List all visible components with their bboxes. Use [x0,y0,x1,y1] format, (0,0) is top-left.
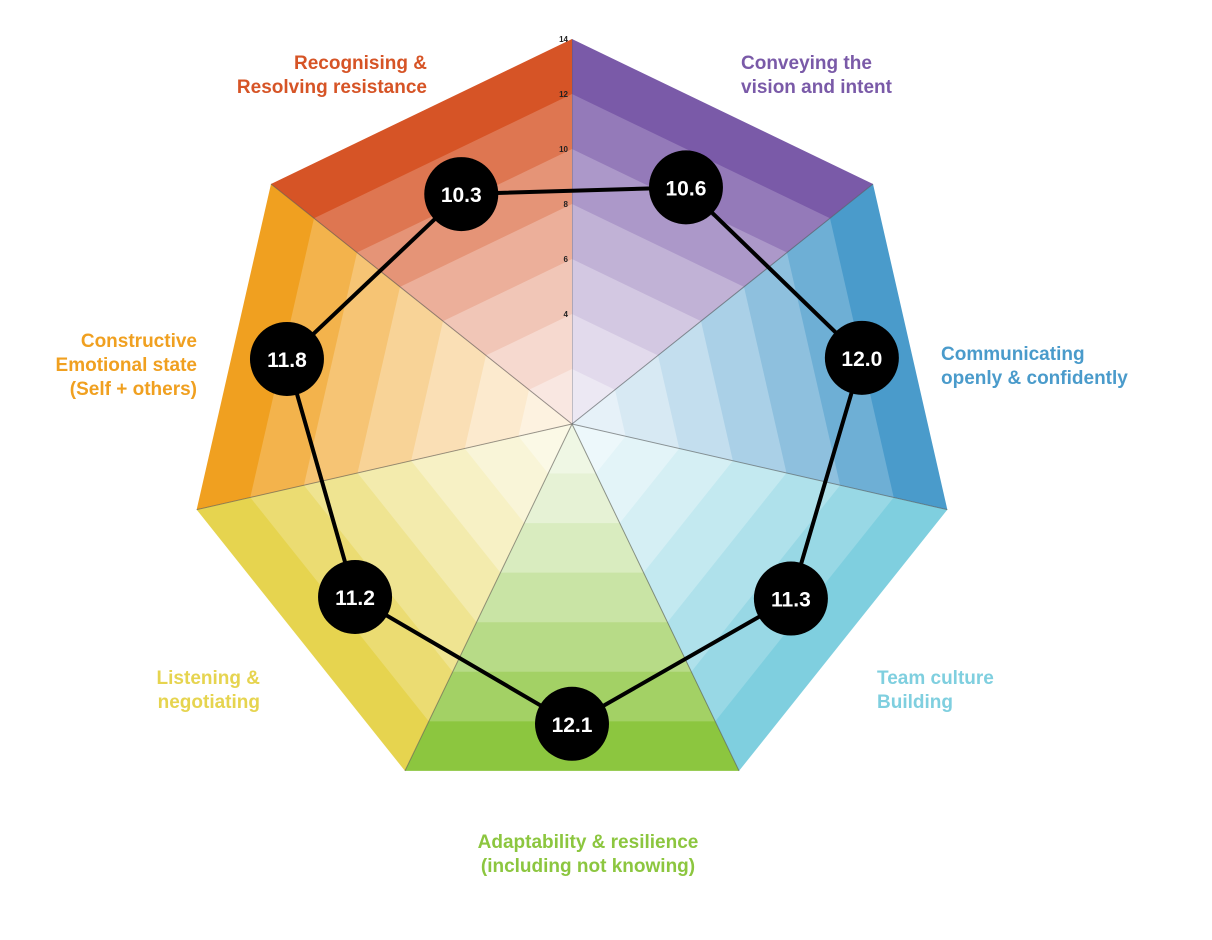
data-point [424,157,499,232]
data-point-marker: 12.1 [535,686,609,761]
data-point-marker: 11.3 [753,561,828,636]
sector-band [518,389,572,437]
category-label-team-culture: Team culture Building [877,668,994,713]
data-point-marker: 11.8 [249,321,324,396]
category-label-listening: Listening & negotiating [156,668,260,713]
series-polyline [284,185,864,726]
sector-band [572,424,626,474]
data-label: 11.3 [771,589,811,612]
data-point [318,560,393,635]
tick-label: 8 [564,200,569,209]
sector-edge [571,423,740,772]
data-point [535,686,609,761]
data-label: 10.3 [441,184,482,207]
markers: 10.6 12.0 11.3 12.1 11.2 11.8 10.3 [249,150,899,761]
sector-band [528,369,572,424]
data-point-marker: 10.3 [424,157,499,232]
tick-label: 12 [559,90,568,99]
axis-ticks: 4 6 8 10 12 14 [559,35,568,319]
data-label: 12.0 [841,348,882,371]
tick-label: 14 [559,35,568,44]
data-label: 10.6 [666,177,707,200]
data-point-marker: 11.2 [318,560,393,635]
category-label-recognising: Recognising & Resolving resistance [236,53,427,98]
sector-band [548,424,596,474]
category-label-constructive: Constructive Emotional state (Self + oth… [55,331,197,400]
category-label-communicating: Communicating openly & confidently [941,344,1128,389]
data-point [648,150,723,225]
data-label: 12.1 [552,714,593,737]
data-label: 11.2 [335,587,375,610]
sector-band [572,389,626,437]
data-point [753,561,828,636]
tick-label: 10 [559,145,568,154]
sector-edge [571,183,874,425]
tick-label: 6 [564,255,569,264]
sectors [196,39,948,772]
data-point [249,321,324,396]
data-point-marker: 10.6 [648,150,723,225]
sector-band [572,369,616,424]
sector-edge [404,423,573,772]
sector-edge [196,423,573,511]
tick-label: 4 [564,310,569,319]
data-point-marker: 12.0 [824,320,899,395]
category-label-conveying: Conveying the vision and intent [741,53,892,98]
category-label-adaptability: Adaptability & resilience (including not… [477,832,699,877]
data-point [824,320,899,395]
sector-edge [270,183,573,425]
sector-band [518,424,572,474]
data-label: 11.8 [267,349,307,372]
series-line [284,185,864,726]
sector-edge [571,423,948,511]
